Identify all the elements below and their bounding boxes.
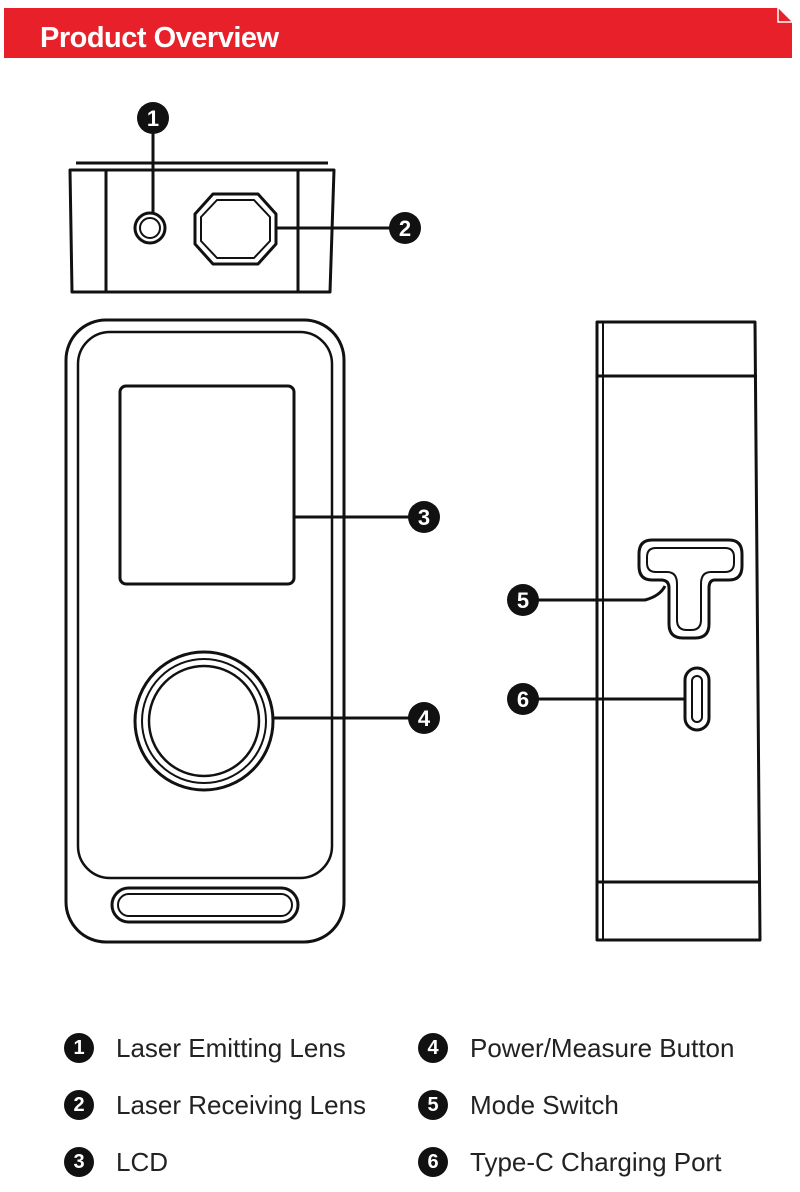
lcd-shape <box>118 384 296 586</box>
front-view <box>64 318 346 944</box>
legend-label: Mode Switch <box>470 1089 619 1120</box>
legend-label: Laser Receiving Lens <box>116 1089 367 1120</box>
legend-item: 1 Laser Emitting Lens <box>64 1028 346 1068</box>
legend-number: 5 <box>418 1090 448 1120</box>
top-view <box>68 161 336 294</box>
svg-text:2: 2 <box>399 216 411 241</box>
banner-shape <box>4 8 792 58</box>
legend-item: 2 Laser Receiving Lens <box>64 1085 366 1125</box>
legend-number: 1 <box>64 1033 94 1063</box>
leader-lines <box>151 133 685 720</box>
legend-item: 5 Mode Switch <box>418 1085 619 1125</box>
legend-label: Type-C Charging Port <box>470 1146 722 1177</box>
legend-number: 2 <box>64 1090 94 1120</box>
svg-text:1: 1 <box>147 106 159 131</box>
side-view <box>595 320 762 942</box>
callout-1: 1 <box>137 102 169 134</box>
legend: 1 Laser Emitting Lens 2 Laser Receiving … <box>0 1020 800 1192</box>
legend-item: 6 Type-C Charging Port <box>418 1142 721 1182</box>
power-button-shape <box>133 650 275 792</box>
callout-4: 4 <box>408 702 440 734</box>
legend-number: 3 <box>64 1147 94 1177</box>
callout-6: 6 <box>507 683 539 715</box>
svg-text:4: 4 <box>418 706 431 731</box>
legend-number: 6 <box>418 1147 448 1177</box>
header-banner: Product Overview <box>4 8 792 58</box>
legend-label: Power/Measure Button <box>470 1032 735 1063</box>
product-diagram: 1 2 3 4 5 6 <box>64 102 762 944</box>
legend-number: 4 <box>418 1033 448 1063</box>
svg-text:3: 3 <box>418 505 430 530</box>
legend-item: 4 Power/Measure Button <box>418 1028 734 1068</box>
mode-switch-shape <box>637 538 744 640</box>
svg-text:5: 5 <box>517 588 529 613</box>
type-c-port-shape <box>683 666 711 732</box>
page-title: Product Overview <box>40 22 279 54</box>
legend-label: Laser Emitting Lens <box>116 1032 346 1063</box>
laser-emitting-lens-shape <box>133 211 167 245</box>
callout-3: 3 <box>408 501 440 533</box>
laser-receiving-lens-shape <box>193 192 278 266</box>
callout-2: 2 <box>389 212 421 244</box>
callout-5: 5 <box>507 584 539 616</box>
legend-label: LCD <box>116 1146 169 1177</box>
svg-text:6: 6 <box>517 687 529 712</box>
legend-item: 3 LCD <box>64 1142 168 1182</box>
bottom-slot-shape <box>110 886 300 924</box>
